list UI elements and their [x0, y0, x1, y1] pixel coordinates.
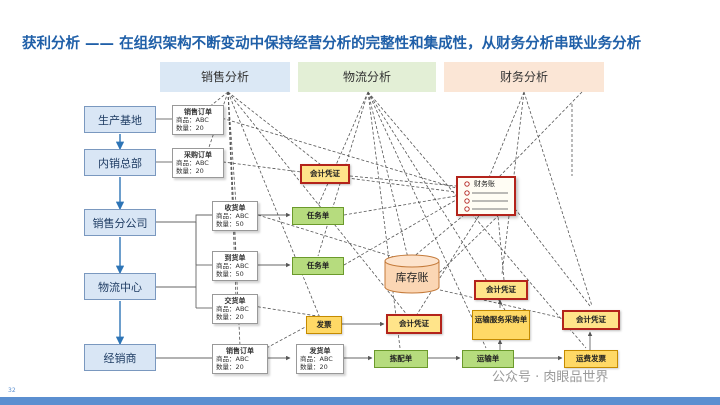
- watermark: 公众号 · 肉眼品世界: [492, 370, 609, 385]
- financial-ledger: 财务账: [456, 176, 516, 216]
- accounting-voucher-4: 会计凭证: [562, 310, 620, 330]
- header-logistics-analysis: 物流分析: [298, 62, 436, 92]
- accounting-voucher-2: 会计凭证: [386, 314, 442, 334]
- org-domestic-hq: 内销总部: [84, 149, 156, 176]
- footer-bar: [0, 397, 720, 405]
- transport-purchase-order: 运输服务采购单: [472, 310, 530, 340]
- org-sales-branch: 销售分公司: [84, 209, 156, 236]
- freight-invoice: 运费发票: [564, 350, 618, 368]
- org-dealer: 经销商: [84, 344, 156, 371]
- invoice: 发票: [306, 316, 342, 334]
- accounting-voucher-3: 会计凭证: [474, 280, 528, 300]
- page-title: 获利分析 —— 在组织架构不断变动中保持经营分析的完整性和集成性，从财务分析串联…: [22, 36, 642, 52]
- page-number: 32: [8, 387, 16, 394]
- financial-ledger-label: 财务账: [474, 180, 495, 188]
- header-finance-analysis: 财务分析: [444, 62, 604, 92]
- inventory-ledger: 库存账: [384, 254, 440, 294]
- task-order-1: 任务单: [292, 207, 344, 225]
- org-logistics-center: 物流中心: [84, 273, 156, 300]
- task-order-2: 任务单: [292, 257, 344, 275]
- inventory-ledger-label: 库存账: [395, 271, 429, 284]
- pick-list: 拣配单: [374, 350, 428, 368]
- org-production-base: 生产基地: [84, 106, 156, 133]
- transport-order: 运输单: [462, 350, 514, 368]
- accounting-voucher-1: 会计凭证: [300, 164, 350, 184]
- ledger-lines-icon: [464, 181, 508, 212]
- header-sales-analysis: 销售分析: [160, 62, 290, 92]
